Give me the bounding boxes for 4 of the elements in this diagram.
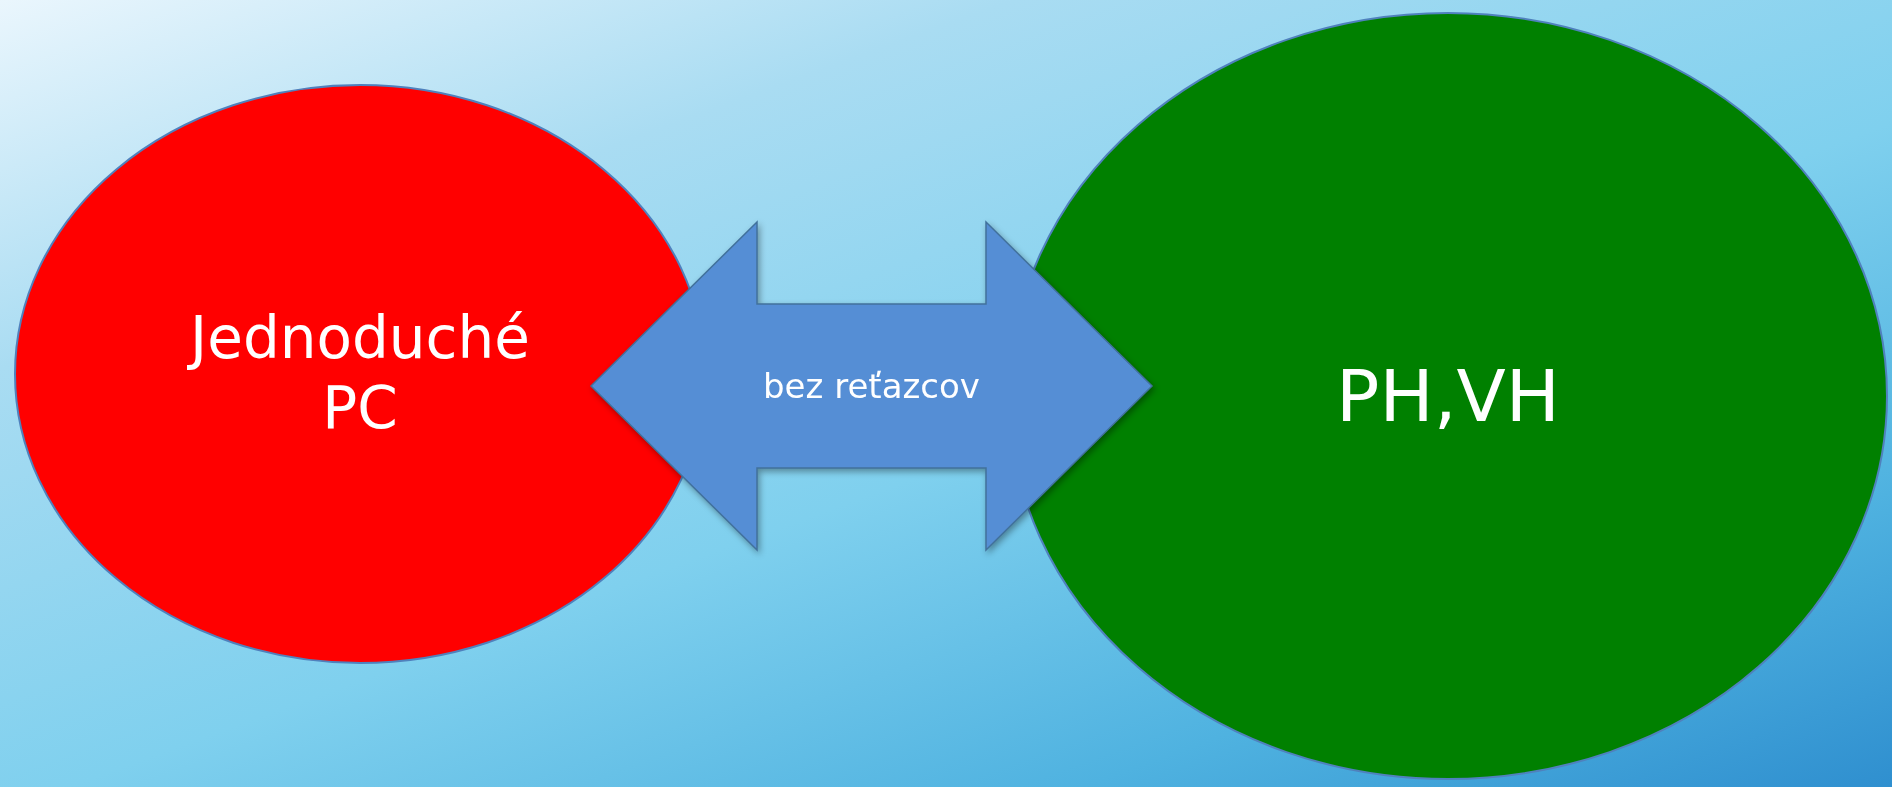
- node-label: PH,VH: [1336, 352, 1560, 440]
- double-block-arrow: [589, 220, 1154, 552]
- node-label: Jednoduché PC: [170, 304, 550, 444]
- edge-label: bez reťazcov: [763, 366, 980, 406]
